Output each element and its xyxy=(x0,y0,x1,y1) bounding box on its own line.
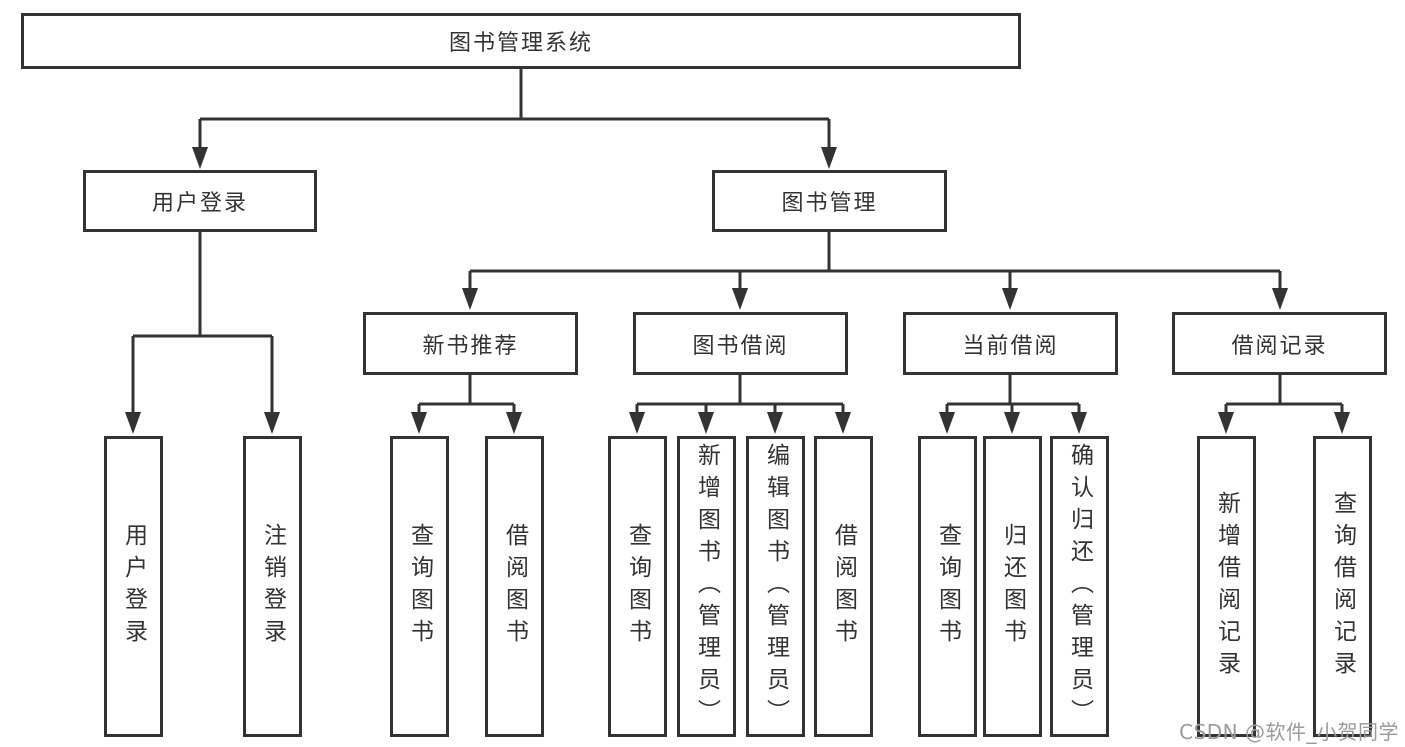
connector-borrow-records-children xyxy=(1218,375,1350,434)
node-leaf-query-books-1: 查询图书 xyxy=(390,436,449,737)
node-book-management-group: 图书管理 xyxy=(712,170,947,232)
node-current-borrowing: 当前借阅 xyxy=(903,312,1118,375)
node-new-book-recommend: 新书推荐 xyxy=(363,312,578,375)
node-leaf-query-books-3: 查询图书 xyxy=(918,436,977,737)
node-leaf-add-books-admin: 新增图书（管理员） xyxy=(677,436,736,737)
connector-book-mgmt-to-level3 xyxy=(462,232,1288,310)
leaf-label: 查询借阅记录 xyxy=(1329,490,1356,683)
connector-root-to-level2 xyxy=(192,67,837,169)
leaf-label: 编辑图书（管理员） xyxy=(762,442,789,731)
node-leaf-borrow-books-1: 借阅图书 xyxy=(485,436,544,737)
node-leaf-edit-books-admin: 编辑图书（管理员） xyxy=(746,436,805,737)
node-leaf-confirm-return-admin: 确认归还（管理员） xyxy=(1050,436,1109,737)
node-leaf-logout: 注销登录 xyxy=(243,436,302,737)
node-borrowing-records: 借阅记录 xyxy=(1172,312,1387,375)
node-leaf-user-login: 用户登录 xyxy=(104,436,163,737)
leaf-label: 查询图书 xyxy=(934,522,961,651)
leaf-label: 归还图书 xyxy=(999,522,1026,651)
leaf-label: 注销登录 xyxy=(259,522,286,651)
leaf-label: 查询图书 xyxy=(624,522,651,651)
leaf-label: 新增借阅记录 xyxy=(1213,490,1240,683)
leaf-label: 确认归还（管理员） xyxy=(1066,442,1093,731)
node-leaf-query-books-2: 查询图书 xyxy=(608,436,667,737)
connector-book-borrow-children xyxy=(629,375,851,434)
leaf-label: 借阅图书 xyxy=(501,522,528,651)
node-leaf-return-books: 归还图书 xyxy=(983,436,1042,737)
node-leaf-borrow-books-2: 借阅图书 xyxy=(814,436,873,737)
csdn-watermark: CSDN @软件_小贺同学 xyxy=(1179,720,1399,744)
node-leaf-add-borrow-record: 新增借阅记录 xyxy=(1197,436,1256,737)
connector-current-borrow-children xyxy=(939,375,1087,434)
node-user-login-group: 用户登录 xyxy=(83,170,317,232)
node-book-borrowing: 图书借阅 xyxy=(633,312,848,375)
connector-new-book-rec-children xyxy=(411,375,522,434)
leaf-label: 用户登录 xyxy=(120,522,147,651)
leaf-label: 新增图书（管理员） xyxy=(693,442,720,731)
leaf-label: 借阅图书 xyxy=(830,522,857,651)
node-leaf-query-borrow-record: 查询借阅记录 xyxy=(1313,436,1372,737)
connector-user-login-children xyxy=(125,232,280,434)
leaf-label: 查询图书 xyxy=(406,522,433,651)
node-root-library-system: 图书管理系统 xyxy=(21,13,1021,69)
